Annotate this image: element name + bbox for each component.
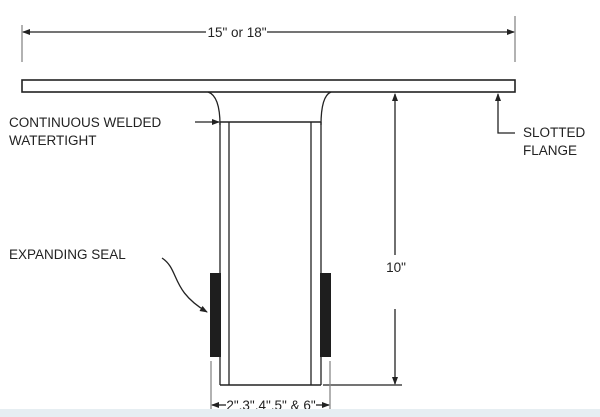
weld-label-line1: CONTINUOUS WELDED [9,115,162,130]
flange-label-line2: FLANGE [523,143,577,158]
seal-leader-arrow [161,257,208,313]
height-dim-label: 10" [386,260,406,275]
weld-fillet-left [207,91,221,126]
expanding-seal-right [320,273,331,357]
expanding-seal-left [210,273,221,357]
seal-label: EXPANDING SEAL [9,247,126,262]
width-dim-label: 15" or 18" [207,25,266,40]
weld-fillet-right [320,91,332,126]
weld-label-line2: WATERTIGHT [9,133,97,148]
flange-label-line1: SLOTTED [523,125,586,140]
flange-plate [21,79,516,93]
bottom-strip [0,409,600,417]
flange-leader-arrow [495,93,515,134]
